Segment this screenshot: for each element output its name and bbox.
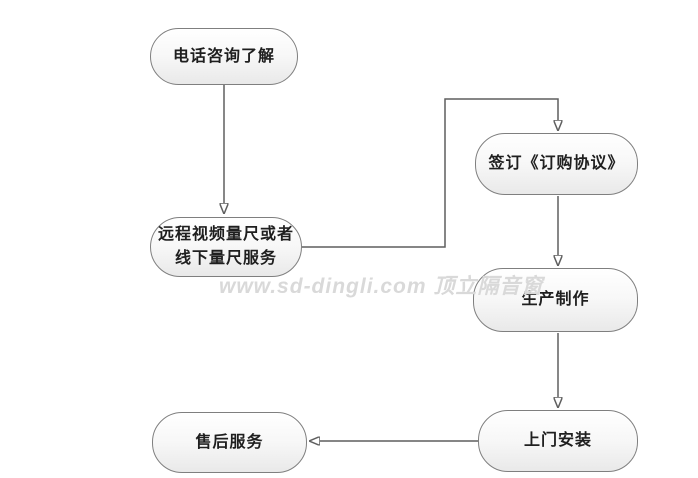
node-phone-consult: 电话咨询了解 — [150, 28, 298, 85]
node-after-sales: 售后服务 — [152, 412, 307, 473]
node-production: 生产制作 — [473, 268, 638, 332]
node-sign-agreement-label: 签订《订购协议》 — [488, 155, 625, 172]
node-door-install: 上门安装 — [478, 410, 638, 472]
edge-measure-to-agreement — [302, 98, 558, 248]
node-after-sales-label: 售后服务 — [195, 433, 264, 451]
node-sign-agreement: 签订《订购协议》 — [475, 133, 638, 195]
node-measure-service: 远程视频量尺或者 线下量尺服务 — [150, 217, 302, 277]
node-measure-service-label: 远程视频量尺或者 线下量尺服务 — [157, 226, 294, 267]
node-production-label: 生产制作 — [521, 291, 590, 308]
node-phone-consult-label: 电话咨询了解 — [172, 47, 275, 65]
node-door-install-label: 上门安装 — [523, 432, 592, 449]
